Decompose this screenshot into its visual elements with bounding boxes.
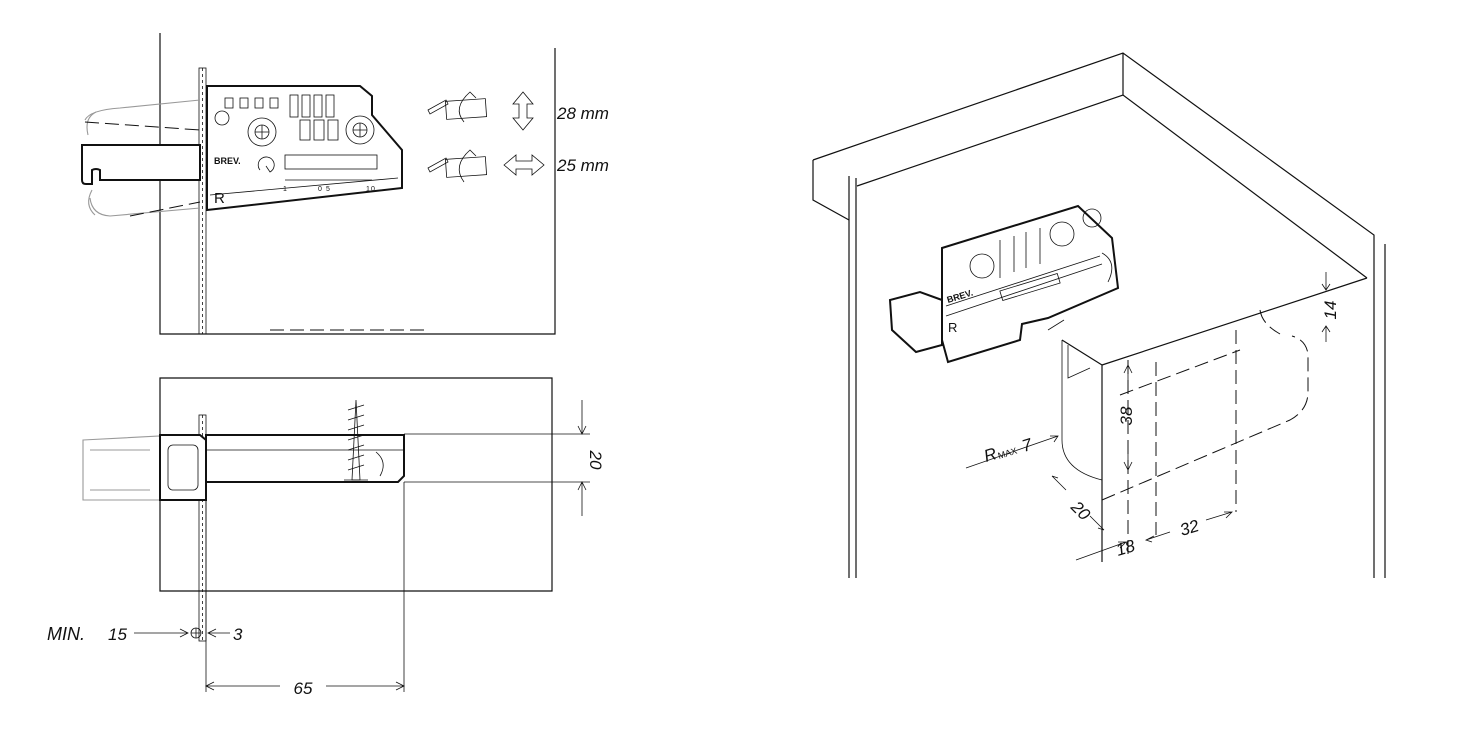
locking-device — [206, 85, 403, 212]
front-view: BREV. R 1 0 5 1 0 28 mm — [81, 33, 609, 335]
height-adjust-label: 28 mm — [556, 104, 609, 123]
iso-radius-prefix: R — [982, 444, 999, 466]
iso-locking-device — [941, 204, 1120, 364]
runner-height-dim: 20 — [586, 450, 605, 470]
iso-side-label: R — [948, 320, 957, 335]
runner-profile — [81, 144, 201, 185]
drawer-outline — [159, 377, 553, 592]
side-label: R — [214, 190, 225, 207]
svg-text:0: 0 — [371, 186, 375, 193]
min-edge-value: 15 — [108, 625, 127, 644]
cabinet-side — [848, 176, 857, 578]
rotate-arrow-icon — [458, 149, 477, 183]
screwdriver-icon — [427, 156, 488, 178]
rotate-arrow-icon — [458, 91, 477, 123]
svg-text:1: 1 — [283, 186, 287, 193]
iso-radius-sub: MAX — [997, 446, 1019, 461]
iso-adjust-screw — [1082, 208, 1102, 228]
iso-depth-dim: 20 — [1066, 497, 1094, 525]
top-view: 20 MIN. 15 3 65 — [47, 377, 605, 698]
iso-offset-b: 32 — [1178, 516, 1202, 540]
device-details — [214, 94, 378, 173]
iso-top-dim: 14 — [1321, 301, 1340, 320]
screwdriver-icon — [427, 98, 488, 120]
horizontal-double-arrow-icon — [503, 154, 545, 176]
iso-view: BREV. R 14 38 R MAX 7 20 18 32 — [812, 52, 1386, 578]
vertical-double-arrow-icon — [512, 91, 534, 131]
brand-label: BREV. — [214, 156, 241, 166]
iso-height-dim: 38 — [1117, 406, 1136, 425]
cabinet-top — [812, 52, 1375, 578]
panel-thickness-dim: 3 — [233, 625, 243, 644]
svg-text:0: 0 — [318, 186, 322, 193]
screw-icon — [344, 399, 368, 481]
adjust-screw-2 — [345, 115, 375, 145]
depth-adjust-label: 25 mm — [556, 156, 609, 175]
svg-text:5: 5 — [326, 186, 330, 193]
iso-runner-clip — [888, 290, 943, 354]
scale: 1 0 5 1 0 — [283, 179, 375, 193]
svg-text:1: 1 — [366, 186, 370, 193]
adjust-screw-1 — [247, 117, 277, 147]
length-dim: 65 — [294, 679, 313, 698]
iso-offset-a: 18 — [1114, 536, 1138, 560]
min-edge-label: MIN. — [47, 624, 85, 644]
drawer-edge — [1101, 277, 1368, 366]
runner-body — [205, 434, 405, 483]
